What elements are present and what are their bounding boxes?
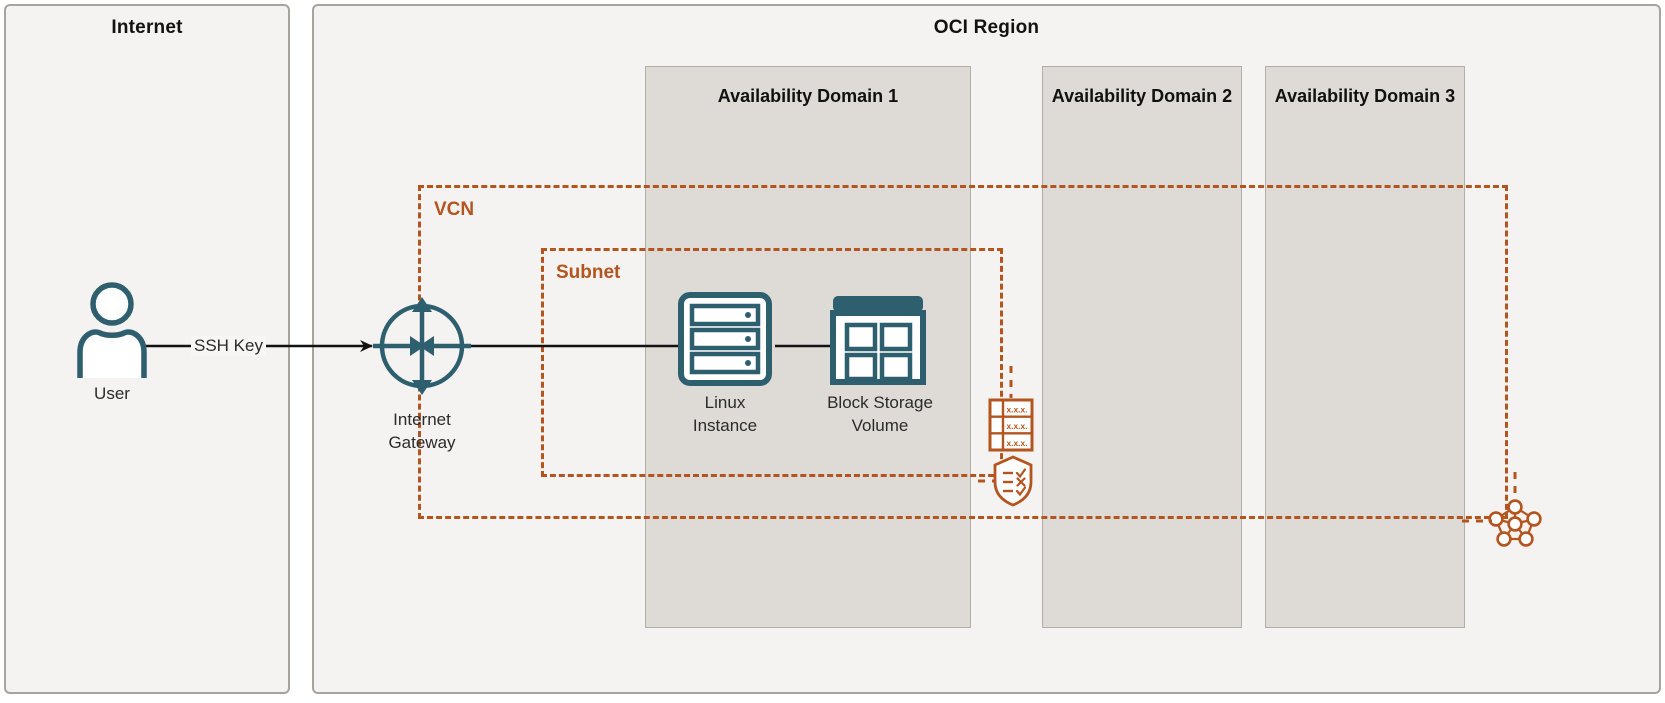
route-table-cell-3: x.x.x.: [1007, 438, 1028, 448]
availability-domain-3-box: [1265, 66, 1465, 628]
availability-domain-1-title: Availability Domain 1: [717, 86, 899, 106]
network-mesh-icon: [1488, 499, 1542, 547]
vcn-label: VCN: [434, 199, 475, 220]
route-table-icon: x.x.x. x.x.x. x.x.x.: [988, 398, 1034, 452]
block-storage-volume-label: Block Storage Volume: [827, 393, 933, 435]
block-storage-volume-icon: [830, 296, 926, 385]
ssh-key-edge-label: SSH Key: [191, 336, 266, 356]
linux-instance-icon: [678, 292, 772, 386]
security-list-shield-icon: [993, 455, 1033, 507]
availability-domain-3-title: Availability Domain 3: [1274, 86, 1456, 106]
internet-title: Internet: [111, 17, 183, 38]
availability-domain-2-box: [1042, 66, 1242, 628]
oci-region-title: OCI Region: [933, 17, 1040, 38]
linux-instance-label: Linux Instance: [692, 393, 758, 435]
subnet-label: Subnet: [556, 262, 621, 283]
internet-gateway-icon: [373, 297, 471, 395]
route-table-cell-1: x.x.x.: [1007, 405, 1028, 415]
subnet-boundary: [541, 248, 1003, 477]
user-label: User: [94, 384, 130, 403]
route-table-cell-2: x.x.x.: [1007, 421, 1028, 431]
user-icon: [77, 282, 147, 378]
availability-domain-2-title: Availability Domain 2: [1051, 86, 1233, 106]
internet-gateway-label: Internet Gateway: [388, 410, 456, 452]
